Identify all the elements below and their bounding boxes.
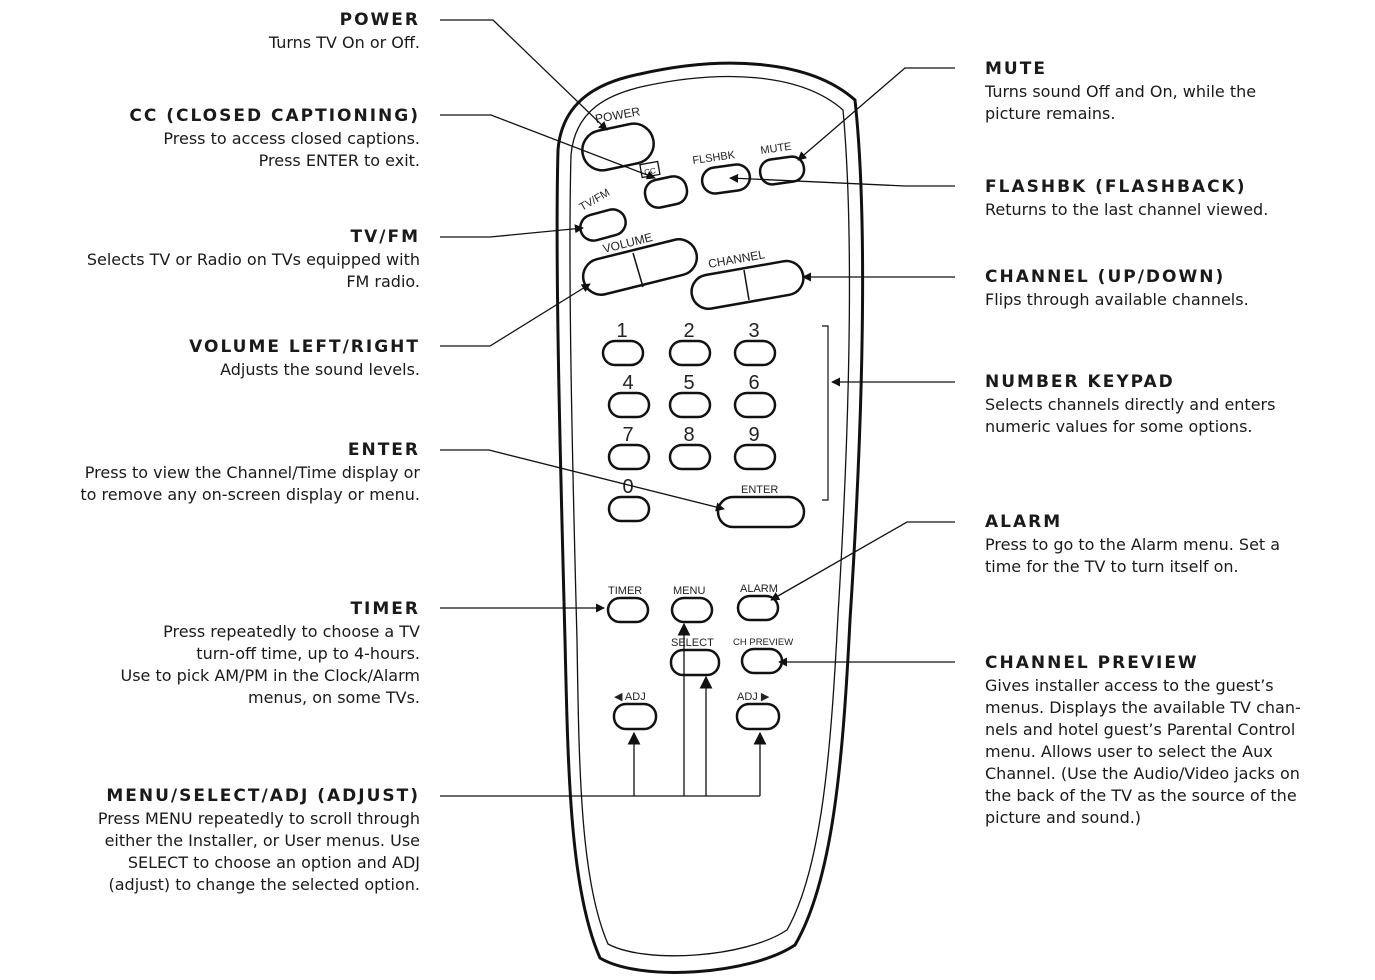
callout-alarm: ALARM Press to go to the Alarm menu. Set… (985, 510, 1370, 578)
menu-button[interactable] (670, 596, 714, 624)
menu-button-label: MENU (673, 585, 705, 597)
alarm-button-label: ALARM (740, 583, 778, 595)
callout-power-heading: POWER (339, 10, 420, 30)
mute-leader-line (797, 67, 955, 161)
callout-menu-heading: MENU/SELECT/ADJ (ADJUST) (106, 786, 420, 806)
callout-flashbk: FLASHBK (FLASHBACK) Returns to the last … (985, 175, 1370, 221)
callout-mute: MUTE Turns sound Off and On, while the p… (985, 57, 1370, 125)
callout-flashbk-heading: FLASHBK (FLASHBACK) (985, 177, 1247, 197)
mute-button[interactable] (758, 155, 806, 186)
callout-tvfm-description: Selects TV or Radio on TVs equipped with… (86, 250, 420, 291)
power-leader-line (440, 19, 608, 131)
callout-enter: ENTER Press to view the Channel/Time dis… (0, 438, 420, 506)
digit-4-label: 4 (622, 372, 633, 394)
digit-9-label: 9 (748, 424, 759, 446)
callout-volume-heading: VOLUME LEFT/RIGHT (189, 337, 420, 357)
digit-5-label: 5 (683, 372, 694, 394)
digit-1-label: 1 (616, 320, 627, 342)
callout-chpreview-heading: CHANNEL PREVIEW (985, 653, 1199, 673)
callout-tvfm-heading: TV/FM (350, 227, 420, 247)
channel-rocker-button[interactable] (689, 258, 806, 311)
callout-volume-description: Adjusts the sound levels. (220, 360, 420, 379)
callout-keypad: NUMBER KEYPAD Selects channels directly … (985, 370, 1370, 438)
digit-9-button[interactable] (733, 443, 777, 471)
remote-body-inner-outline (569, 75, 851, 957)
adj-right-button-label: ADJ ▶ (737, 691, 770, 703)
flshbk-button-label: FLSHBK (692, 149, 737, 167)
callout-cc-heading: CC (CLOSED CAPTIONING) (129, 106, 420, 126)
cc-leader-line (440, 114, 656, 180)
callout-enter-description: Press to view the Channel/Time display o… (80, 463, 420, 504)
mute-button-label: MUTE (760, 141, 793, 157)
alarm-button[interactable] (736, 594, 780, 622)
remote-body-outline (555, 61, 865, 974)
callout-volume: VOLUME LEFT/RIGHT Adjusts the sound leve… (0, 335, 420, 381)
callout-alarm-description: Press to go to the Alarm menu. Set a tim… (985, 535, 1281, 576)
adj-right-button[interactable] (735, 702, 781, 731)
callout-keypad-heading: NUMBER KEYPAD (985, 372, 1175, 392)
ch-preview-button[interactable] (740, 647, 784, 675)
enter-button[interactable] (716, 495, 806, 529)
callout-timer: TIMER Press repeatedly to choose a TV tu… (0, 597, 420, 709)
digit-6-label: 6 (748, 372, 759, 394)
callout-menu: MENU/SELECT/ADJ (ADJUST) Press MENU repe… (0, 784, 420, 896)
alarm-leader-line (770, 521, 955, 601)
ch-preview-button-label: CH PREVIEW (733, 637, 793, 648)
keypad-bracket (822, 325, 829, 501)
callout-enter-heading: ENTER (347, 440, 420, 460)
digit-5-button[interactable] (668, 391, 712, 419)
digit-7-label: 7 (622, 424, 633, 446)
digit-3-button[interactable] (733, 339, 777, 367)
digit-0-button[interactable] (607, 495, 651, 523)
digit-8-button[interactable] (668, 443, 712, 471)
adj-left-button[interactable] (612, 702, 658, 731)
callout-mute-description: Turns sound Off and On, while the pictur… (985, 82, 1257, 123)
callout-channel: CHANNEL (UP/DOWN) Flips through availabl… (985, 265, 1370, 311)
callout-power: POWER Turns TV On or Off. (0, 8, 420, 54)
volume-rocker-button[interactable] (579, 236, 700, 299)
callout-keypad-description: Selects channels directly and enters num… (985, 395, 1276, 436)
callout-timer-heading: TIMER (350, 599, 420, 619)
power-button[interactable] (579, 120, 658, 174)
digit-7-button[interactable] (607, 443, 651, 471)
flashbk-leader-line (729, 173, 955, 187)
digit-0-label: 0 (622, 476, 633, 498)
callout-chpreview: CHANNEL PREVIEW Gives installer access t… (985, 651, 1370, 829)
digit-4-button[interactable] (607, 391, 651, 419)
flshbk-button[interactable] (700, 163, 752, 195)
callout-power-description: Turns TV On or Off. (268, 33, 420, 52)
callout-cc: CC (CLOSED CAPTIONING) Press to access c… (0, 104, 420, 172)
callout-flashbk-description: Returns to the last channel viewed. (985, 200, 1269, 219)
enter-button-label: ENTER (741, 484, 778, 496)
callout-mute-heading: MUTE (985, 59, 1047, 79)
timer-button[interactable] (606, 596, 650, 624)
enter-leader-line (440, 449, 725, 512)
adj-left-button-label: ◀ ADJ (614, 691, 646, 703)
callout-alarm-heading: ALARM (985, 512, 1063, 532)
select-button[interactable] (669, 648, 721, 677)
callout-menu-description: Press MENU repeatedly to scroll through … (97, 809, 420, 894)
digit-6-button[interactable] (733, 391, 777, 419)
digit-2-label: 2 (683, 320, 694, 342)
callout-chpreview-description: Gives installer access to the guest’s me… (985, 676, 1301, 827)
cc-button[interactable] (643, 174, 690, 210)
callout-channel-heading: CHANNEL (UP/DOWN) (985, 267, 1226, 287)
callout-tvfm: TV/FM Selects TV or Radio on TVs equippe… (0, 225, 420, 293)
digit-8-label: 8 (683, 424, 694, 446)
callout-channel-description: Flips through available channels. (985, 290, 1249, 309)
digit-2-button[interactable] (668, 339, 712, 367)
number-keypad: 1 2 3 4 5 6 7 8 9 0 (601, 320, 777, 523)
callout-cc-description: Press to access closed captions. Press E… (163, 129, 420, 170)
timer-button-label: TIMER (608, 585, 642, 597)
tvfm-leader-line (440, 224, 584, 238)
volume-leader-line (440, 283, 591, 347)
select-button-label: SELECT (671, 637, 714, 649)
digit-1-button[interactable] (601, 339, 645, 367)
callout-timer-description: Press repeatedly to choose a TV turn-off… (120, 622, 420, 707)
digit-3-label: 3 (748, 320, 759, 342)
